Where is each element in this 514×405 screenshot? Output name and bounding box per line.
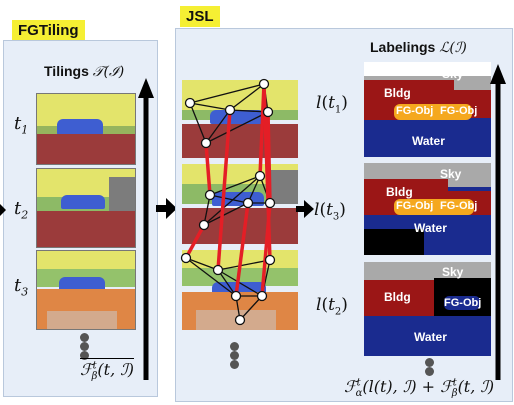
label1-fgobj-b: FG-Obj [440,105,478,117]
tilings-title-text: Tilings [44,63,89,79]
tiling-label-t1: t1 [14,113,29,137]
label3-fgobj: FG-Obj [444,297,482,309]
fgtiling-tag: FGTiling [12,20,85,41]
labeling-label-3: l(t2) [316,295,348,318]
label2-fgobj-b: FG-Obj [440,200,478,212]
label1-sky: Sky [442,67,464,81]
tiling-image-2 [36,168,136,248]
labelings-title-text: Labelings [370,39,436,55]
labelings-formula: ℱtα(l(t), ℐ) + ℱtβ(t, ℐ) [344,377,495,400]
jsl-ellipsis-dot-2 [230,351,239,360]
labelings-title-symbol: ℒ(ℐ) [439,40,467,56]
label2-water: Water [414,221,447,235]
jsl-ellipsis-dot-1 [230,342,239,351]
label2-fgobj-a: FG-Obj [396,200,434,212]
labeling-label-1: l(t1) [316,93,348,116]
label1-water: Water [412,134,445,148]
tiling-label-t2: t2 [14,198,29,222]
tiling-label-t3: t3 [14,275,29,299]
jsl-ellipsis-dot-3 [230,360,239,369]
tiling-ellipsis-dot-3 [80,351,89,360]
labelings-title: Labelings ℒ(ℐ) [370,39,467,56]
label2-sky: Sky [440,167,462,181]
label3-water: Water [414,330,447,344]
labeling-image-2: Sky Bldg FG-Obj FG-Obj Water [364,163,491,255]
tilings-formula: ℱtβ(t, ℐ) [80,358,134,383]
label3-bldg: Bldg [384,290,411,304]
tiling-ellipsis-dot-1 [80,333,89,342]
labeling-ellipsis-dot-2 [425,367,434,376]
labeling-image-1: Sky Bldg FG-Obj FG-Obj Water [364,62,491,157]
tiling-ellipsis-dot-2 [80,342,89,351]
labeling-label-2: l(t3) [314,200,346,223]
jsl-tag: JSL [180,6,220,27]
label2-bldg: Bldg [386,185,413,199]
labeling-ellipsis-dot-1 [425,358,434,367]
labeling-image-3: Sky Bldg FG-Obj Water [364,262,491,356]
tiling-image-3 [36,250,136,330]
label3-sky: Sky [442,265,464,279]
label1-bldg: Bldg [384,86,411,100]
label1-fgobj-a: FG-Obj [396,105,434,117]
tilings-title-symbol: 𝒯(ℐ) [92,64,125,80]
tiling-image-1 [36,93,136,165]
tilings-title: Tilings 𝒯(ℐ) [44,63,124,80]
